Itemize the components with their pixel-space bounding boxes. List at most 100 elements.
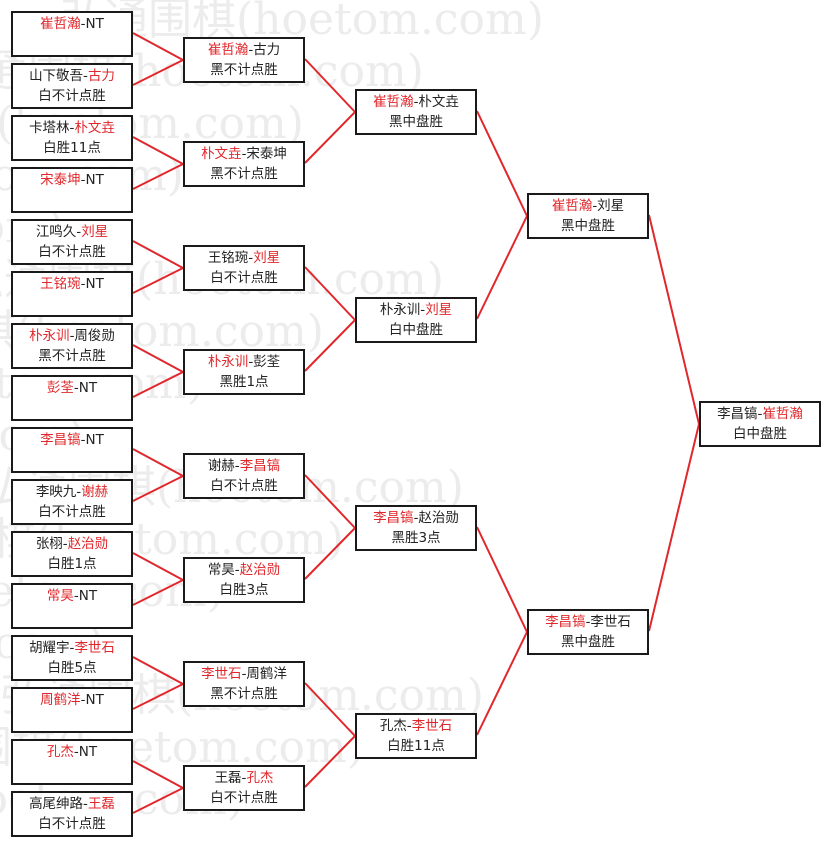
match-players: 李昌镐-赵治勋 bbox=[357, 508, 475, 528]
match-result: 黑不计点胜 bbox=[210, 62, 278, 78]
match-box-r2-1: 崔哲瀚-古力黑不计点胜 bbox=[183, 37, 305, 83]
player-name: 卡塔林- bbox=[29, 120, 75, 136]
winner-name: 朴永训 bbox=[29, 328, 70, 344]
player-name: 谢赫- bbox=[207, 458, 240, 474]
match-box-r1-12: 常昊-NT bbox=[11, 583, 133, 629]
match-players: 江鸣久-刘星 bbox=[13, 222, 131, 242]
player-name: -赵治勋 bbox=[413, 510, 459, 526]
match-box-r4-2: 李昌镐-李世石黑中盘胜 bbox=[527, 609, 649, 655]
bracket-connector bbox=[132, 344, 184, 373]
player-name: 高尾绅路- bbox=[29, 796, 88, 812]
player-name: 李昌镐- bbox=[717, 406, 763, 422]
match-box-r1-2: 山下敬吾-古力白不计点胜 bbox=[11, 63, 133, 109]
bracket-connector bbox=[132, 656, 184, 685]
match-box-r2-8: 王磊-孔杰白不计点胜 bbox=[183, 765, 305, 811]
match-box-r1-8: 彭荃-NT bbox=[11, 375, 133, 421]
match-players: 李世石-周鹤洋 bbox=[185, 664, 303, 684]
winner-name: 李昌镐 bbox=[239, 458, 281, 474]
match-result: 黑胜1点 bbox=[219, 374, 269, 390]
bracket-connector bbox=[304, 266, 356, 321]
match-box-r2-5: 谢赫-李昌镐白不计点胜 bbox=[183, 453, 305, 499]
bracket-connector bbox=[476, 526, 528, 633]
winner-name: 孔杰 bbox=[46, 744, 74, 760]
match-result: 白不计点胜 bbox=[210, 790, 278, 806]
bracket-connector bbox=[132, 163, 184, 190]
player-name: -古力 bbox=[248, 42, 281, 58]
match-players: 崔哲瀚-刘星 bbox=[529, 196, 647, 216]
match-box-r1-5: 江鸣久-刘星白不计点胜 bbox=[11, 219, 133, 265]
match-players: 卡塔林-朴文垚 bbox=[13, 118, 131, 138]
match-result: 白不计点胜 bbox=[38, 816, 106, 832]
match-players: 崔哲瀚-NT bbox=[13, 14, 131, 34]
winner-name: 李世石 bbox=[201, 666, 242, 682]
bracket-connector bbox=[304, 735, 356, 788]
match-box-r1-10: 李映九-谢赫白不计点胜 bbox=[11, 479, 133, 525]
match-players: 高尾绅路-王磊 bbox=[13, 794, 131, 814]
match-players: 胡耀宇-李世石 bbox=[13, 638, 131, 658]
winner-name: 赵治勋 bbox=[239, 562, 281, 578]
match-result bbox=[13, 190, 131, 210]
bracket-connector bbox=[648, 214, 700, 425]
match-players: 彭荃-NT bbox=[13, 378, 131, 398]
match-result bbox=[13, 450, 131, 470]
match-result: 白胜11点 bbox=[43, 140, 101, 156]
match-players: 王铭琬-NT bbox=[13, 274, 131, 294]
match-result: 黑中盘胜 bbox=[561, 634, 615, 650]
match-players: 朴永训-周俊勋 bbox=[13, 326, 131, 346]
bracket-connector bbox=[132, 136, 184, 165]
player-name: -刘星 bbox=[592, 198, 625, 214]
match-result bbox=[13, 398, 131, 418]
match-box-r1-16: 高尾绅路-王磊白不计点胜 bbox=[11, 791, 133, 837]
match-result: 白不计点胜 bbox=[210, 478, 278, 494]
match-players: 王铭琬-刘星 bbox=[185, 248, 303, 268]
match-result: 白中盘胜 bbox=[389, 322, 443, 338]
player-name: -宋泰坤 bbox=[241, 146, 287, 162]
match-players: 常昊-赵治勋 bbox=[185, 560, 303, 580]
match-box-r2-3: 王铭琬-刘星白不计点胜 bbox=[183, 245, 305, 291]
match-box-r1-4: 宋泰坤-NT bbox=[11, 167, 133, 213]
winner-name: 谢赫 bbox=[81, 484, 109, 500]
match-box-r3-1: 崔哲瀚-朴文垚黑中盘胜 bbox=[355, 89, 477, 135]
match-result: 黑不计点胜 bbox=[210, 166, 278, 182]
bracket-connector bbox=[132, 552, 184, 581]
match-result bbox=[13, 294, 131, 314]
player-name: -NT bbox=[80, 276, 104, 292]
player-name: -NT bbox=[80, 692, 104, 708]
player-name: 胡耀宇- bbox=[29, 640, 75, 656]
bracket-connector bbox=[132, 760, 184, 789]
player-name: -NT bbox=[80, 16, 104, 32]
match-box-r3-2: 朴永训-刘星白中盘胜 bbox=[355, 297, 477, 343]
match-box-r3-4: 孔杰-李世石白胜11点 bbox=[355, 713, 477, 759]
player-name: 山下敬吾- bbox=[29, 68, 88, 84]
match-box-r1-7: 朴永训-周俊勋黑不计点胜 bbox=[11, 323, 133, 369]
match-result: 黑中盘胜 bbox=[561, 218, 615, 234]
match-result: 黑胜3点 bbox=[391, 530, 441, 546]
match-box-r1-13: 胡耀宇-李世石白胜5点 bbox=[11, 635, 133, 681]
player-name: 孔杰- bbox=[379, 718, 412, 734]
winner-name: 孔杰 bbox=[246, 770, 274, 786]
winner-name: 王磊 bbox=[87, 796, 115, 812]
match-players: 孔杰-NT bbox=[13, 742, 131, 762]
winner-name: 崔哲瀚 bbox=[373, 94, 414, 110]
winner-name: 朴文垚 bbox=[74, 120, 115, 136]
match-players: 王磊-孔杰 bbox=[185, 768, 303, 788]
winner-name: 朴永训 bbox=[207, 354, 249, 370]
player-name: -彭荃 bbox=[248, 354, 281, 370]
match-result: 白不计点胜 bbox=[38, 244, 106, 260]
winner-name: 刘星 bbox=[425, 302, 453, 318]
winner-name: 李昌镐 bbox=[373, 510, 414, 526]
player-name: -周俊勋 bbox=[69, 328, 115, 344]
winner-name: 崔哲瀚 bbox=[551, 198, 593, 214]
match-result: 白不计点胜 bbox=[210, 270, 278, 286]
match-box-r1-6: 王铭琬-NT bbox=[11, 271, 133, 317]
bracket-connector bbox=[304, 319, 356, 372]
match-result: 黑不计点胜 bbox=[38, 348, 106, 364]
match-players: 李昌镐-李世石 bbox=[529, 612, 647, 632]
player-name: -朴文垚 bbox=[413, 94, 459, 110]
match-box-r2-2: 朴文垚-宋泰坤黑不计点胜 bbox=[183, 141, 305, 187]
match-result: 黑中盘胜 bbox=[389, 114, 443, 130]
match-result: 黑不计点胜 bbox=[210, 686, 278, 702]
match-result bbox=[13, 34, 131, 54]
match-players: 周鹤洋-NT bbox=[13, 690, 131, 710]
